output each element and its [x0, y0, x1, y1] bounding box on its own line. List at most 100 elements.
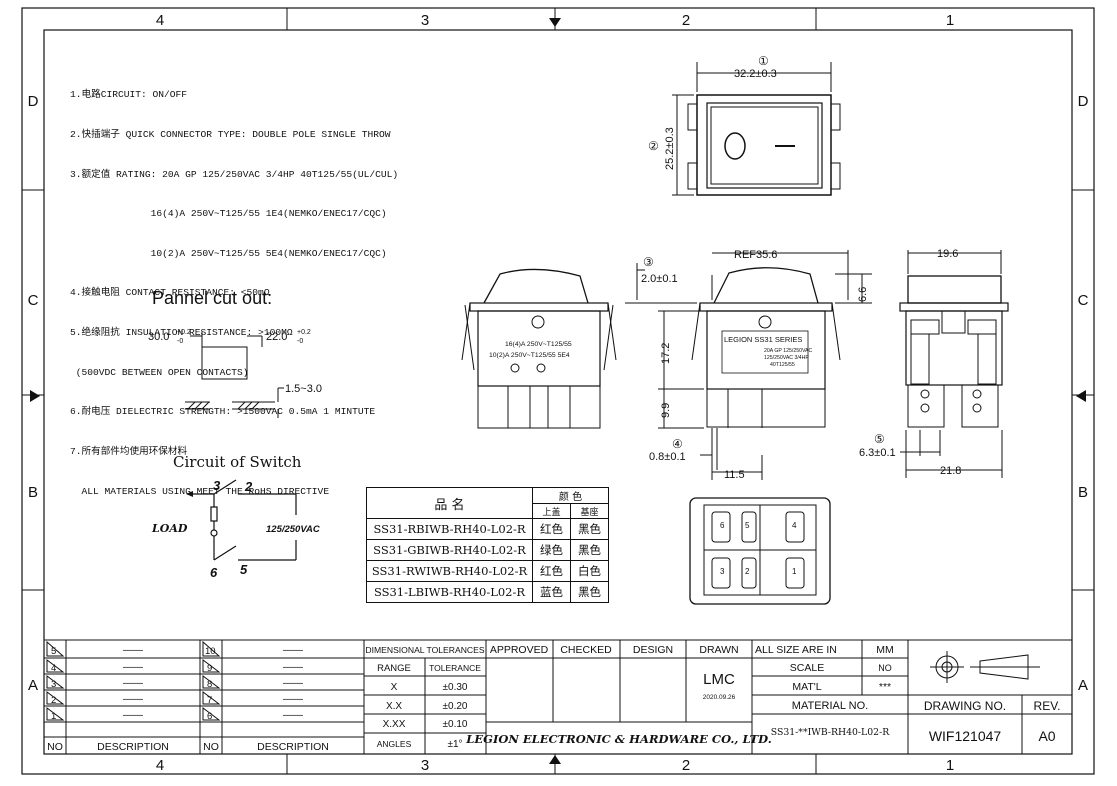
base-color: 黑色 [570, 539, 609, 561]
zone-top-3: 3 [421, 12, 429, 29]
terminal-5: 5 [745, 521, 750, 530]
cutout-width-tol-bot: -0 [177, 338, 183, 345]
center-arrow-top [549, 18, 561, 27]
part-number: SS31-RBIWB-RH40-L02-R [366, 518, 533, 540]
inner-frame [43, 29, 1073, 755]
note-line: 5.绝缘阻抗 INSULATION RESISTANCE: >100MΩ [70, 327, 293, 339]
cutout-height-tol-top: +0.2 [297, 329, 311, 336]
front-rating-1: 16(4)A 250V~T125/55 [505, 341, 572, 348]
side-rating-1: 20A GP 125/250VAC [764, 348, 813, 354]
dim-6-3: 6.3±0.1 [859, 447, 896, 459]
cutout-height-tol-bot: -0 [297, 338, 303, 345]
circuit-voltage-label: 125/250VAC [266, 524, 320, 535]
zone-right-D: D [1078, 93, 1089, 110]
panel-section [185, 387, 284, 418]
circuit-load-label: LOAD [151, 522, 188, 535]
parts-name-header: 品 名 [366, 487, 533, 519]
zone-bottom-2: 2 [682, 757, 690, 774]
cutout-height-dim: 22.0 [266, 331, 287, 343]
zone-left-B: B [28, 484, 38, 501]
drawn-by-value: LMC [703, 671, 735, 688]
rev-right-9: 9 [207, 663, 212, 674]
material-no-value: SS31-**IWB-RH40-L02-R [771, 727, 890, 738]
zone-bottom-4: 4 [156, 757, 164, 774]
approved-label: APPROVED [490, 644, 549, 656]
table-row: SS31-RWIWB-RH40-L02-R 红色 白色 [366, 560, 609, 582]
outer-frame [21, 7, 1095, 775]
size-label: ALL SIZE ARE IN [755, 644, 837, 656]
note-line: 2.快插端子 QUICK CONNECTOR TYPE: DOUBLE POLE… [70, 129, 391, 141]
note-line: ALL MATERIALS USING MEET THE RoHS DIRECT… [70, 485, 330, 497]
tol-range-xxx: X.XX [383, 719, 406, 730]
rev-desc-6: —— [283, 710, 303, 721]
rev-right-6: 6 [207, 711, 212, 722]
circuit-diagram [193, 479, 297, 561]
tol-range-x: X [391, 682, 398, 693]
spec-notes: 1.电路CIRCUIT: ON/OFF 2.快插端子 QUICK CONNECT… [70, 62, 398, 511]
rev-no-header-left: NO [47, 741, 63, 753]
projection-symbol-icon [930, 651, 1040, 683]
zone-right-A: A [1078, 677, 1088, 694]
table-row: SS31-LBIWB-RH40-L02-R 蓝色 黑色 [366, 581, 609, 603]
zone-right-B: B [1078, 484, 1088, 501]
tol-value-xxx: ±0.10 [443, 719, 468, 730]
note-line: 4.接触电阻 CONTACT RESISTANCE: <50mΩ [70, 287, 270, 299]
terminal-3: 3 [720, 567, 725, 576]
note-line: 10(2)A 250V~T125/55 5E4(NEMKO/ENEC17/CQC… [70, 247, 387, 259]
dim-marker-3: ③ [643, 255, 654, 269]
note-line: 6.耐电压 DIELECTRIC STRENGTH: >1500VAC 0.5m… [70, 406, 376, 418]
cap-color: 绿色 [532, 539, 571, 561]
note-line: (500VDC BETWEEN OPEN CONTACTS) [70, 366, 249, 378]
drawn-date-value: 2020.09.26 [703, 694, 736, 701]
drawing-no-label: DRAWING NO. [924, 699, 1006, 713]
switch-top-view [672, 62, 841, 196]
dim-height-25-2: 25.2±0.3 [664, 127, 676, 170]
rev-left-1: 1 [51, 711, 56, 722]
rev-desc-3: —— [123, 678, 143, 689]
rev-description-header-left: DESCRIPTION [97, 741, 169, 753]
note-line: 7.所有部件均使用环保材料 [70, 445, 188, 457]
size-unit: MM [876, 644, 894, 656]
rev-right-7: 7 [207, 695, 212, 706]
note-line: 1.电路CIRCUIT: ON/OFF [70, 89, 188, 101]
rev-desc-7: —— [283, 694, 303, 705]
title-block-grid [44, 639, 1072, 754]
panel-cutout-title: Pannel cut out: [152, 288, 272, 308]
dim-0-8: 0.8±0.1 [649, 451, 686, 463]
rev-desc-4: —— [123, 662, 143, 673]
note-line: 3.额定值 RATING: 20A GP 125/250VAC 3/4HP 40… [70, 168, 399, 180]
dim-11-5: 11.5 [724, 469, 745, 481]
base-color: 黑色 [570, 581, 609, 603]
drawing-no-value: WIF121047 [929, 728, 1002, 744]
tol-range-xx: X.X [386, 701, 402, 712]
rev-desc-2: —— [123, 694, 143, 705]
center-arrow-right [1076, 390, 1086, 402]
side-rating-3: 40T125/55 [770, 362, 795, 368]
tol-value-angles: ±1° [447, 739, 462, 750]
note-line: 16(4)A 250V~T125/55 1E4(NEMKO/ENEC17/CQC… [70, 208, 387, 220]
rev-desc-8: —— [283, 678, 303, 689]
dim-marker-5: ⑤ [874, 432, 885, 446]
rev-left-4: 4 [51, 663, 56, 674]
part-number: SS31-LBIWB-RH40-L02-R [366, 581, 533, 603]
circuit-terminal-3: 3 [213, 478, 221, 493]
mat-label: MAT'L [792, 681, 821, 693]
rev-no-header-right: NO [203, 741, 219, 753]
dim-2-0: 2.0±0.1 [641, 273, 678, 285]
zone-bottom-1: 1 [946, 757, 954, 774]
center-arrow-bottom [549, 755, 561, 764]
terminal-2: 2 [745, 567, 750, 576]
rev-desc-9: —— [283, 662, 303, 673]
mat-value: *** [879, 681, 891, 693]
rev-desc-5: —— [123, 645, 143, 656]
zone-left-A: A [28, 677, 38, 694]
parts-base-header: 基座 [570, 503, 609, 519]
rev-desc-1: —— [123, 710, 143, 721]
center-arrow-left [30, 390, 40, 402]
zone-right-C: C [1078, 292, 1089, 309]
circuit-terminal-5: 5 [240, 562, 248, 577]
cap-color: 红色 [532, 518, 571, 540]
revision-triangles [46, 640, 221, 721]
tol-value-xx: ±0.20 [443, 701, 468, 712]
